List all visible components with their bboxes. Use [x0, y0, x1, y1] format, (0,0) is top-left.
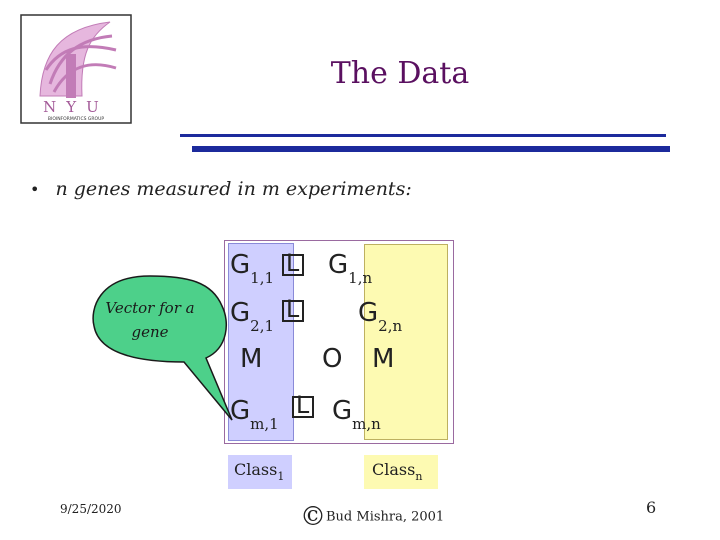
- slide-title: The Data: [330, 56, 470, 91]
- bullet-dot-icon: •: [30, 180, 40, 199]
- matrix-cell-1-n: G1,n: [328, 250, 373, 287]
- footer-credit: ©Bud Mishra, 2001: [300, 502, 444, 532]
- nyu-logo: NYU BIOINFORMATICS GROUP: [20, 14, 132, 124]
- bullet-item: • n genes measured in m experiments:: [30, 178, 412, 200]
- matrix-first-column: [228, 243, 294, 441]
- title-rule-top: [180, 134, 666, 137]
- footer-credit-text: Bud Mishra, 2001: [326, 509, 445, 525]
- matrix-cell-m-1: Gm,1: [230, 396, 279, 433]
- horizontal-ellipsis-icon: L: [292, 393, 314, 418]
- matrix-cell-2-n: G2,n: [358, 298, 403, 335]
- horizontal-ellipsis-icon: L: [282, 251, 304, 276]
- vertical-ellipsis-icon: M: [240, 344, 263, 374]
- matrix-cell-1-1: G1,1: [230, 250, 275, 287]
- callout-text: Vector for a gene: [105, 299, 195, 341]
- footer-date: 9/25/2020: [60, 502, 122, 516]
- page-number: 6: [646, 498, 657, 517]
- bullet-text: n genes measured in m experiments:: [55, 178, 412, 200]
- class-label-1: Class1: [228, 455, 292, 489]
- class-label-n: Classn: [364, 455, 438, 489]
- logo-text: NYU: [43, 98, 109, 116]
- copyright-icon: ©: [300, 502, 326, 532]
- callout-bubble: [92, 275, 233, 421]
- matrix-cell-2-1: G2,1: [230, 298, 275, 335]
- diagonal-ellipsis-icon: O: [322, 344, 343, 374]
- title-rule-bottom: [192, 146, 670, 152]
- vertical-ellipsis-icon: M: [372, 344, 395, 374]
- matrix-last-column: [364, 244, 448, 440]
- matrix-cell-m-n: Gm,n: [332, 396, 381, 433]
- horizontal-ellipsis-icon: L: [282, 297, 304, 322]
- logo-caption: BIOINFORMATICS GROUP: [48, 116, 104, 122]
